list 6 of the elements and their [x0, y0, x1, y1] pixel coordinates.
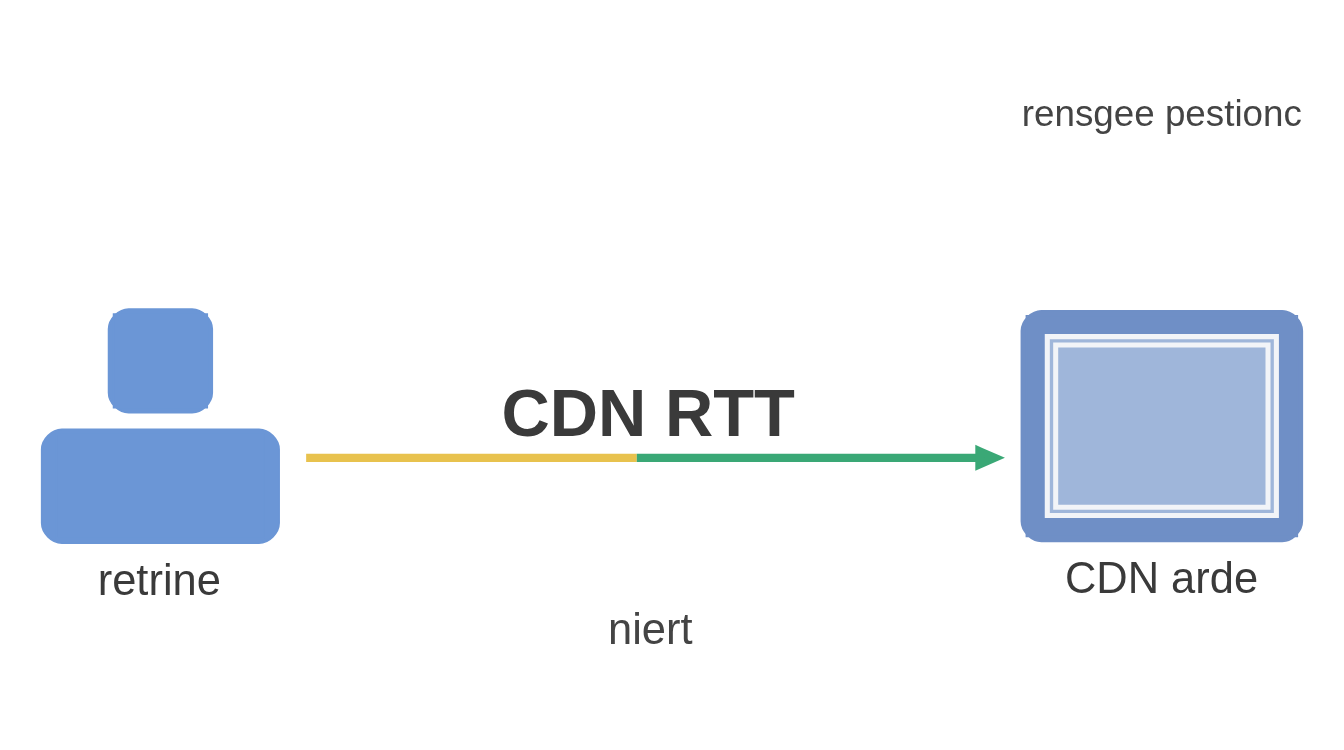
node-label: CDN arde: [1064, 553, 1259, 602]
edge-label: CDN RTT: [501, 374, 795, 450]
label: niert: [608, 604, 693, 653]
node-label: retrine: [97, 555, 221, 604]
arrow: [306, 444, 1005, 471]
label: rensgee pestionc: [1021, 92, 1302, 134]
